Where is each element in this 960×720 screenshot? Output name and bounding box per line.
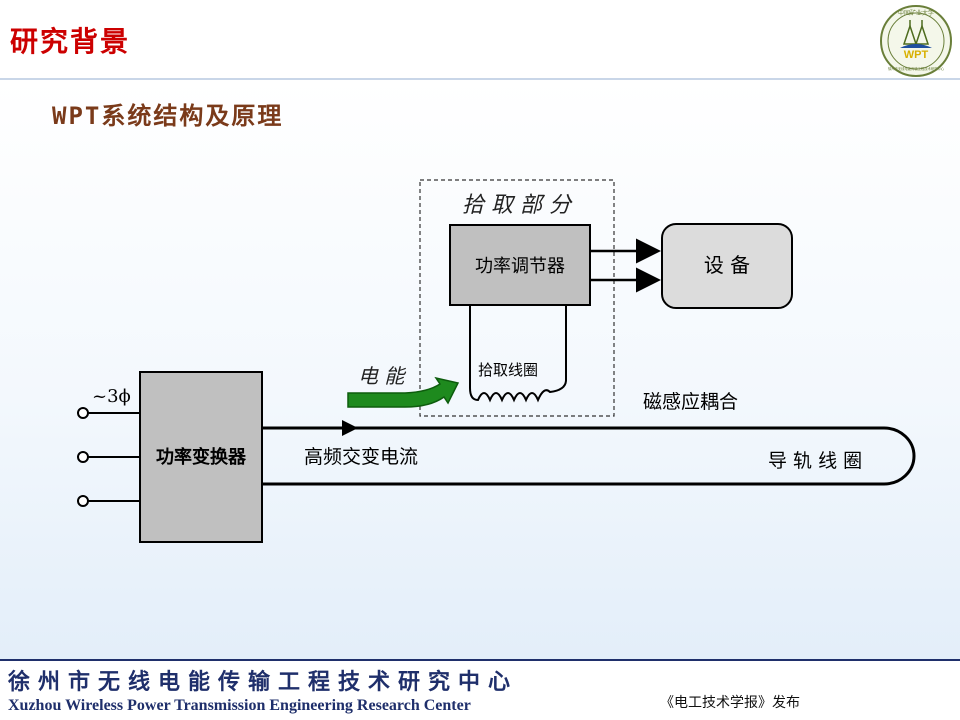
logo-wpt-text: WPT — [904, 49, 929, 61]
device-label: 设 备 — [704, 253, 750, 277]
device-box — [661, 223, 793, 309]
power-converter-label: 功率变换器 — [156, 446, 247, 468]
three-phase-label: ~3ϕ — [92, 386, 131, 407]
pickup-coil-label: 拾取线圈 — [478, 361, 538, 379]
footer-divider — [0, 659, 960, 661]
energy-arrow-icon — [347, 376, 460, 408]
pickup-section-label: 拾 取 部 分 — [462, 193, 573, 218]
slide-title: 研究背景 — [10, 25, 131, 58]
hf-current-label: 高频交变电流 — [304, 446, 418, 468]
pickup-coil — [469, 305, 567, 403]
energy-label: 电 能 — [358, 364, 406, 388]
footer-center-name-cn: 徐州市无线电能传输工程技术研究中心 — [8, 669, 519, 695]
track-coil-label: 导 轨 线 圈 — [768, 450, 862, 472]
terminal-2 — [77, 451, 89, 463]
magnetic-coupling-label: 磁感应耦合 — [643, 391, 738, 413]
footer-center-name-en: Xuzhou Wireless Power Transmission Engin… — [8, 697, 471, 714]
slide-background — [0, 80, 960, 660]
power-regulator-box — [449, 224, 591, 306]
terminal-3 — [77, 495, 89, 507]
power-converter-box — [139, 371, 263, 543]
section-subtitle: WPT系统结构及原理 — [52, 102, 284, 130]
current-direction-arrow-icon — [342, 420, 358, 436]
power-regulator-label: 功率调节器 — [475, 256, 565, 277]
terminal-1 — [77, 407, 89, 419]
title-divider — [0, 78, 960, 80]
track-coil-loop — [262, 426, 916, 486]
publisher-note: 《电工技术学报》发布 — [660, 695, 800, 711]
logo-bottom-text: 徐州市无线电能传输工程技术研究中心 — [888, 66, 945, 71]
logo-top-text: 中国矿业大学 — [898, 9, 934, 17]
wpt-logo-icon: WPT 中国矿业大学 徐州市无线电能传输工程技术研究中心 — [880, 5, 952, 77]
pickup-section-border — [419, 179, 615, 417]
